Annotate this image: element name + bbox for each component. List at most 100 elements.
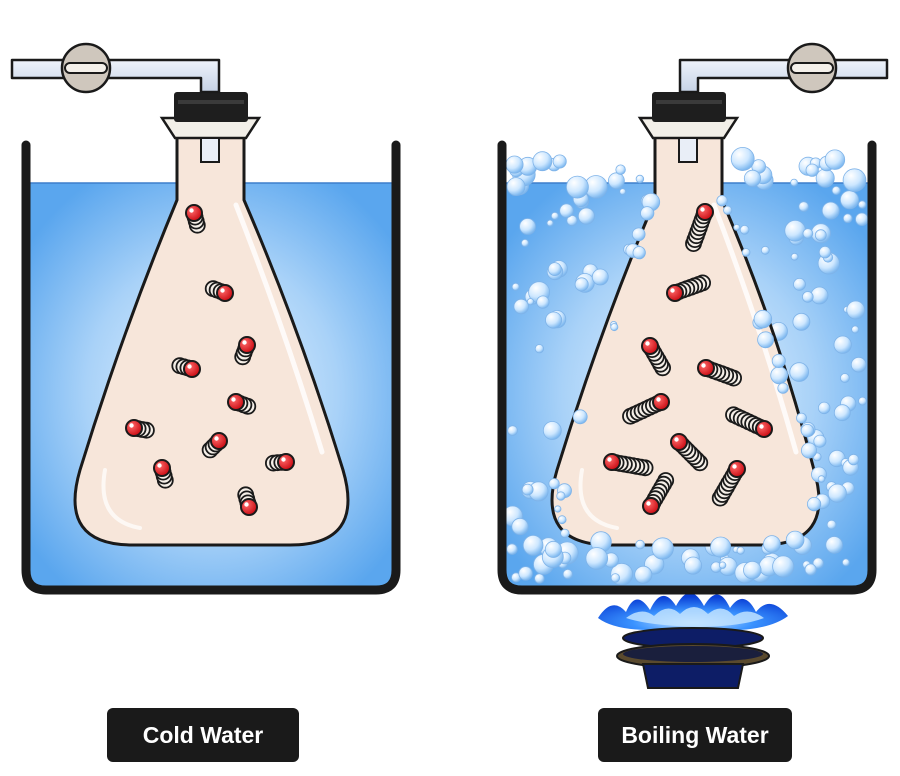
bubble xyxy=(815,168,835,188)
bubble xyxy=(585,547,609,570)
flask-stopper xyxy=(174,92,248,122)
bubble xyxy=(851,325,860,334)
flask-stopper-band xyxy=(656,100,722,104)
molecule-dot xyxy=(755,420,773,438)
molecule-dot xyxy=(240,498,258,516)
boiling-water-panel xyxy=(497,42,889,689)
flask-highlight-lower xyxy=(578,468,619,530)
bubble xyxy=(615,164,626,175)
molecule-dot xyxy=(125,419,143,437)
bubble xyxy=(552,154,567,169)
bubble xyxy=(814,229,827,242)
bubble xyxy=(805,163,819,177)
molecule-shine xyxy=(674,437,679,442)
bubble xyxy=(789,362,809,382)
bubble xyxy=(632,246,646,260)
bubble xyxy=(610,323,619,332)
burner-base-top xyxy=(623,646,763,662)
bubble xyxy=(785,530,805,550)
bubble xyxy=(772,555,795,578)
bubble xyxy=(770,366,789,385)
bubble xyxy=(858,396,867,406)
bubble xyxy=(858,200,867,209)
molecule-dot xyxy=(183,360,201,378)
gas-molecule xyxy=(264,453,295,472)
cold-water-label: Cold Water xyxy=(107,708,299,762)
bubble xyxy=(651,537,674,560)
bubble xyxy=(513,298,529,315)
bubble xyxy=(608,172,625,190)
gas-molecule xyxy=(642,472,675,515)
bubble xyxy=(741,248,751,257)
molecule-shine xyxy=(242,340,247,345)
bubble xyxy=(831,185,841,195)
bubble xyxy=(505,155,524,174)
burner-base xyxy=(641,663,745,689)
bubble xyxy=(771,353,786,368)
flask-body xyxy=(73,133,350,547)
bubble xyxy=(801,442,818,459)
bubble xyxy=(566,175,589,199)
bubble xyxy=(777,382,789,394)
bubble xyxy=(760,245,770,255)
molecule-dot xyxy=(227,393,245,411)
bubble xyxy=(545,311,563,329)
gas-burner xyxy=(598,593,788,689)
flask-inner-tube-end xyxy=(200,137,220,163)
bubble xyxy=(736,546,745,555)
bubble xyxy=(850,356,867,373)
bubble xyxy=(544,540,562,558)
bubble xyxy=(506,543,518,555)
bubble xyxy=(842,168,867,193)
flask-stopper-band xyxy=(178,100,244,104)
molecule-dot xyxy=(210,432,228,450)
molecule-dot xyxy=(238,336,256,354)
gas-molecule xyxy=(685,203,714,253)
bubble xyxy=(591,268,609,286)
gas-molecule xyxy=(641,337,671,377)
bubble xyxy=(743,560,762,580)
tube-pipe xyxy=(678,58,889,94)
bubble xyxy=(842,213,853,224)
gas-molecule xyxy=(666,274,711,302)
gas-molecule xyxy=(204,280,234,302)
molecule-shine xyxy=(670,288,675,293)
bubble xyxy=(753,309,773,329)
bubble xyxy=(739,225,750,235)
flask-body xyxy=(550,133,821,547)
bubble xyxy=(506,177,526,197)
bubble xyxy=(784,220,806,242)
bubble xyxy=(825,536,843,554)
bubble xyxy=(619,188,627,196)
gas-molecule xyxy=(125,419,155,439)
bubble xyxy=(793,277,806,291)
bubble xyxy=(635,539,645,550)
flask-highlight-lower xyxy=(101,468,142,530)
bubble xyxy=(511,282,520,291)
bubble xyxy=(855,212,869,227)
molecule-shine xyxy=(656,397,661,402)
molecule-shine xyxy=(189,208,194,213)
bubble xyxy=(610,573,621,583)
bubble xyxy=(804,563,817,576)
bubble xyxy=(826,519,837,530)
bubble xyxy=(572,409,588,425)
molecule-dot xyxy=(185,204,203,222)
bubble xyxy=(559,203,574,218)
molecule-shine xyxy=(231,397,236,402)
gas-molecule xyxy=(185,204,206,234)
bubble xyxy=(833,404,851,422)
bubble xyxy=(824,149,846,170)
bubble xyxy=(723,205,733,215)
molecule-shine xyxy=(281,457,286,462)
bubble xyxy=(635,174,645,184)
bubble xyxy=(802,228,814,239)
molecule-dot xyxy=(641,337,659,355)
bubble xyxy=(634,565,653,584)
bubble xyxy=(842,558,850,567)
bubble xyxy=(546,219,554,227)
cold-water-panel xyxy=(10,42,401,595)
bubble xyxy=(536,295,550,309)
molecule-shine xyxy=(701,363,706,368)
